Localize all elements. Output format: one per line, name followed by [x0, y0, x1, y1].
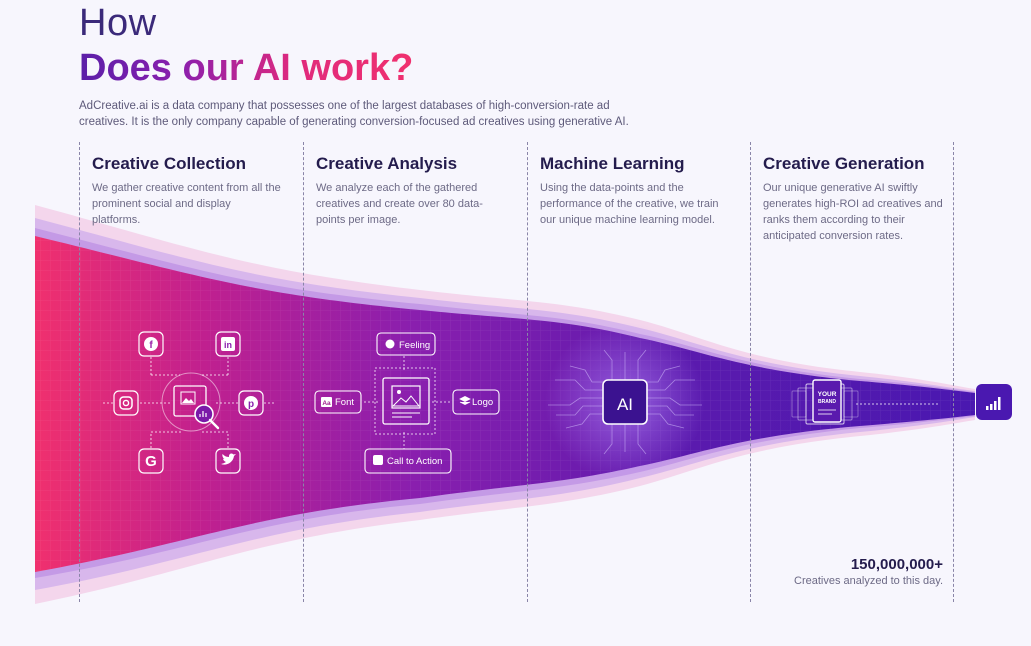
column-divider-2	[303, 142, 304, 602]
heading-line2: Does our AI work?	[79, 47, 414, 89]
brand-label-line1: YOUR	[818, 391, 837, 398]
twitter-icon	[215, 448, 241, 474]
instagram-icon	[113, 390, 139, 416]
step-description: We gather creative content from all the …	[92, 182, 281, 226]
brand-creatives-icon: YOUR BRAND	[791, 379, 859, 425]
collection-connectors	[103, 357, 274, 448]
stat-number: 150,000,000+	[850, 556, 943, 573]
brand-label-line2: BRAND	[818, 399, 836, 405]
image-search-icon	[161, 372, 221, 432]
svg-text:G: G	[145, 453, 157, 470]
step-creative-collection: Creative Collection We gather creative c…	[92, 154, 292, 228]
column-divider-5	[953, 142, 954, 602]
ai-chip-label: AI	[617, 395, 633, 414]
step-title: Creative Generation	[763, 154, 925, 173]
stat-label: Creatives analyzed to this day.	[794, 575, 943, 587]
cta-tag: Call to Action	[364, 448, 452, 474]
font-tag: Aa Font	[314, 390, 362, 414]
step-creative-generation: Creative Generation Our unique generativ…	[763, 154, 963, 244]
step-description: We analyze each of the gathered creative…	[316, 182, 483, 226]
svg-text:f: f	[149, 340, 153, 351]
font-tag-label: Font	[335, 397, 354, 408]
column-divider-1	[79, 142, 80, 602]
linkedin-icon: in	[215, 331, 241, 357]
funnel-grid	[35, 236, 975, 572]
step-title: Creative Analysis	[316, 154, 458, 173]
step-description: Using the data-points and the performanc…	[540, 182, 719, 226]
step-description: Our unique generative AI swiftly generat…	[763, 182, 943, 242]
column-divider-4	[750, 142, 751, 602]
svg-text:Aa: Aa	[322, 400, 331, 407]
logo-tag: Logo	[452, 389, 500, 415]
bar-chart-icon	[976, 384, 1012, 420]
step-title: Creative Collection	[92, 154, 246, 173]
analysis-connectors	[364, 356, 452, 449]
column-divider-3	[527, 142, 528, 602]
ai-chip-icon: AI	[545, 322, 705, 482]
pinterest-icon: p	[238, 390, 264, 416]
google-icon: G	[138, 448, 164, 474]
heading-line1: How	[79, 2, 157, 44]
cta-tag-label: Call to Action	[387, 456, 442, 467]
facebook-icon: f	[138, 331, 164, 357]
step-title: Machine Learning	[540, 154, 685, 173]
logo-tag-label: Logo	[472, 397, 493, 408]
step-creative-analysis: Creative Analysis We analyze each of the…	[316, 154, 516, 228]
feeling-tag: Feeling	[376, 332, 436, 356]
svg-text:p: p	[248, 399, 254, 410]
svg-text:in: in	[224, 340, 232, 350]
step-machine-learning: Machine Learning Using the data-points a…	[540, 154, 740, 228]
image-icon	[382, 377, 430, 425]
feeling-tag-label: Feeling	[399, 340, 430, 351]
intro-paragraph: AdCreative.ai is a data company that pos…	[79, 100, 629, 128]
